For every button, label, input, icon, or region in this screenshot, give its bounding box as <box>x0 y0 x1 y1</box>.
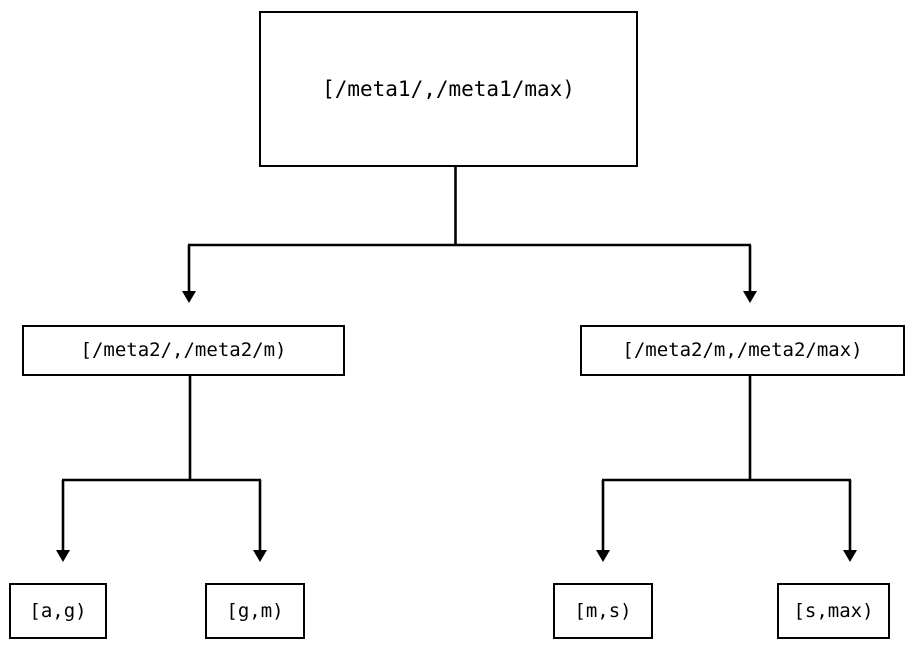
tree-node-leaf-smax[interactable]: [s,max) <box>777 583 890 639</box>
edge-mid-left-to-leaf-ag <box>56 376 261 562</box>
edge-root-to-mid-left <box>182 167 751 303</box>
edge-root-to-mid-right <box>743 245 757 303</box>
tree-node-root[interactable]: [/meta1/,/meta1/max) <box>259 11 638 167</box>
tree-node-leaf-gm[interactable]: [g,m) <box>205 583 305 639</box>
tree-node-leaf-ag[interactable]: [a,g) <box>9 583 107 639</box>
tree-node-mid-left[interactable]: [/meta2/,/meta2/m) <box>22 325 345 376</box>
edge-mid-right-to-leaf-smax <box>843 480 857 562</box>
tree-node-leaf-ms[interactable]: [m,s) <box>553 583 653 639</box>
edge-mid-right-to-leaf-ms <box>596 376 851 562</box>
edge-mid-left-to-leaf-gm <box>253 480 267 562</box>
tree-node-mid-right[interactable]: [/meta2/m,/meta2/max) <box>580 325 905 376</box>
